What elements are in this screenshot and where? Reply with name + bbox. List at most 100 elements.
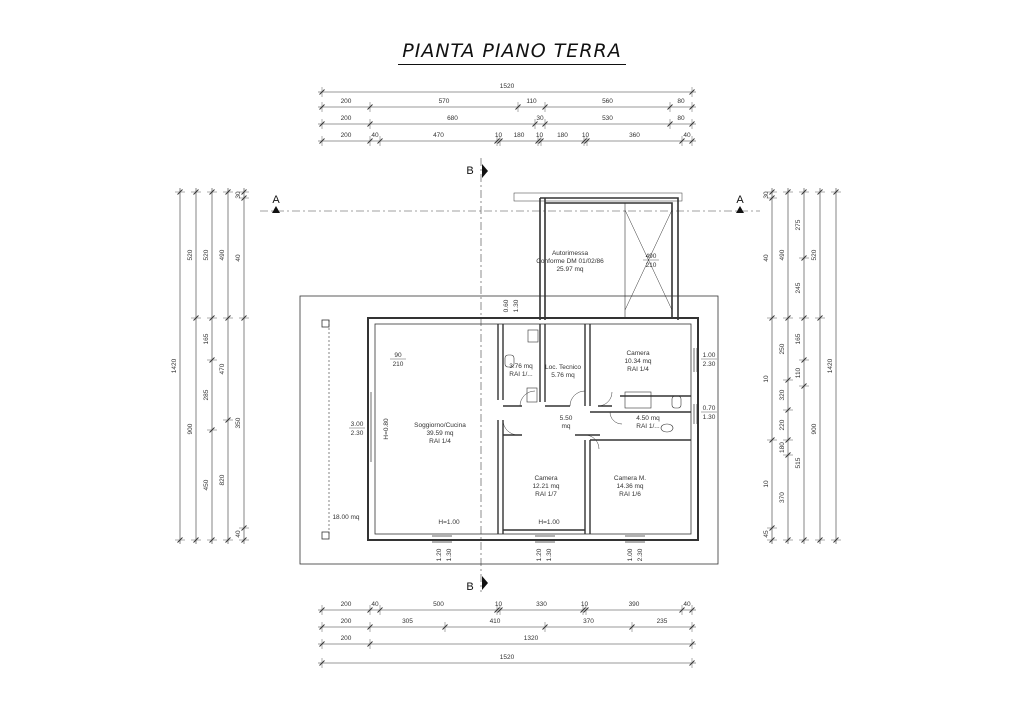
right-col3-dim-value: 275: [795, 219, 802, 230]
left-col5-dim-value: 40: [235, 254, 242, 262]
bath-vent-label: 0.60: [503, 299, 510, 312]
left-col3-dim-value: 520: [203, 249, 210, 260]
top-row3-dim-value: 30: [536, 115, 544, 122]
bedroom2-label: Camera: [534, 475, 558, 482]
top-row4-dim-value: 200: [341, 132, 352, 139]
bedroom1-window-label: 2.30: [703, 361, 716, 368]
bottom-row1-dim-value: 10: [581, 601, 589, 608]
top-row3-dim-value: 680: [447, 115, 458, 122]
toilet-fixture: [671, 395, 682, 409]
top-row4-dim-value: 10: [536, 132, 544, 139]
bath-vent-label: 1.30: [513, 299, 520, 312]
bathroom2-window-label: 1.30: [703, 414, 716, 421]
bedroom2-label: 12.21 mq: [532, 483, 559, 490]
bottom-window3-label: 2.30: [637, 548, 644, 561]
top-total-dim-value: 1520: [500, 83, 515, 90]
living-window-left-label: 2.30: [351, 430, 364, 437]
toilet-fixture: [504, 354, 515, 368]
living-room-label: RAI 1/4: [429, 438, 451, 445]
top-row3-dim-value: 200: [341, 115, 352, 122]
left-col3-dim-value: 165: [203, 333, 210, 344]
right-col5-dim-value: 40: [763, 254, 770, 262]
top-row4-dim-value: 180: [514, 132, 525, 139]
bottom-row1-dim-value: 40: [371, 601, 379, 608]
drawing-title: PIANTA PIANO TERRA: [0, 40, 1024, 65]
bottom-window1-label: 1.30: [446, 548, 453, 561]
bottom-row2-dim-value: 410: [490, 618, 501, 625]
portico-label: 18.00 mq: [332, 514, 359, 521]
hallway-label: 5.50: [560, 415, 573, 422]
right-col4-dim-value: 180: [779, 442, 786, 453]
sink-fixture: [660, 423, 674, 433]
section-arrow-a-left: [272, 206, 280, 213]
garage-label: Autorimessa: [552, 250, 589, 257]
bathroom2-label: 4.50 mq: [636, 415, 660, 422]
bedroom1-label: 10.34 mq: [624, 358, 651, 365]
drawing-title-text: PIANTA PIANO TERRA: [398, 40, 626, 65]
window-height-left-label: H=0.80: [383, 418, 390, 440]
bottom-window2-label: 1.30: [546, 548, 553, 561]
master-bedroom-label: RAI 1/6: [619, 491, 641, 498]
right-col4-dim-value: 320: [779, 389, 786, 400]
garage-walls: [539, 197, 679, 320]
top-row4-dim-value: 10: [495, 132, 503, 139]
bottom-row1-dim-value: 500: [433, 601, 444, 608]
bottom-row2-dim-value: 235: [657, 618, 668, 625]
master-bedroom-label: 14.36 mq: [616, 483, 643, 490]
bedroom1-label: RAI 1/4: [627, 366, 649, 373]
living-window-left-label: 3.00: [351, 421, 364, 428]
window-height-living-label: H=1.00: [438, 519, 460, 526]
tech-room-label: 5.76 mq: [551, 372, 575, 379]
bottom-row2-dim-value: 370: [583, 618, 594, 625]
bath-fixture: [624, 391, 652, 409]
bathroom2-label: RAI 1/...: [636, 423, 660, 430]
bottom-row1-dim-value: 200: [341, 601, 352, 608]
right-col2-dim-value: 900: [811, 423, 818, 434]
left-total-dim-value: 1420: [171, 358, 178, 373]
window-marks: [367, 348, 698, 543]
left-col2-dim-value: 900: [187, 423, 194, 434]
bottom-window2-label: 1.20: [536, 548, 543, 561]
garage-label: Conforme DM 01/02/86: [536, 258, 604, 265]
right-col5-dim-value: 45: [763, 530, 770, 538]
door-swing: [597, 391, 613, 407]
section-label-b-bottom: B: [466, 581, 473, 593]
top-row4-dim-value: 470: [433, 132, 444, 139]
hallway-label: mq: [561, 423, 570, 430]
right-col3-dim-value: 110: [795, 367, 802, 378]
garage-door-label: 210: [646, 262, 657, 269]
bottom-row1-dim-value: 40: [683, 601, 691, 608]
bottom-row3-dim-value: 200: [341, 635, 352, 642]
bottom-row2-dim-value: 305: [402, 618, 413, 625]
right-col5-dim-value: 10: [763, 375, 770, 383]
section-arrow-b-bottom: [482, 576, 488, 590]
bottom-row1-dim-value: 330: [536, 601, 547, 608]
right-total-dim-value: 1420: [827, 358, 834, 373]
right-col5-dim-value: 10: [763, 480, 770, 488]
house-inner-wall: [374, 323, 692, 535]
living-window-top-label: 210: [393, 361, 404, 368]
section-label-b-top: B: [466, 165, 473, 177]
bottom-total-dim-value: 1520: [500, 654, 515, 661]
right-col3-dim-value: 515: [795, 457, 802, 468]
door-swing: [519, 390, 536, 407]
bottom-row1-dim-value: 390: [629, 601, 640, 608]
garage-label: 25.97 mq: [556, 266, 583, 273]
bedroom2-label: RAI 1/7: [535, 491, 557, 498]
top-row2-dim-value: 80: [677, 98, 685, 105]
right-col4-dim-value: 220: [779, 419, 786, 430]
sink-fixture: [527, 329, 539, 343]
door-swing: [569, 390, 586, 407]
bottom-row1-dim-value: 10: [495, 601, 503, 608]
door-swing: [609, 411, 623, 425]
left-col3-dim-value: 450: [203, 479, 210, 490]
right-col4-dim-value: 250: [779, 343, 786, 354]
section-label-a-right: A: [736, 194, 744, 206]
left-col5-dim-value: 350: [235, 417, 242, 428]
top-row3-dim-value: 80: [677, 115, 685, 122]
master-bedroom-label: Camera M.: [614, 475, 646, 482]
door-swing: [502, 419, 519, 436]
